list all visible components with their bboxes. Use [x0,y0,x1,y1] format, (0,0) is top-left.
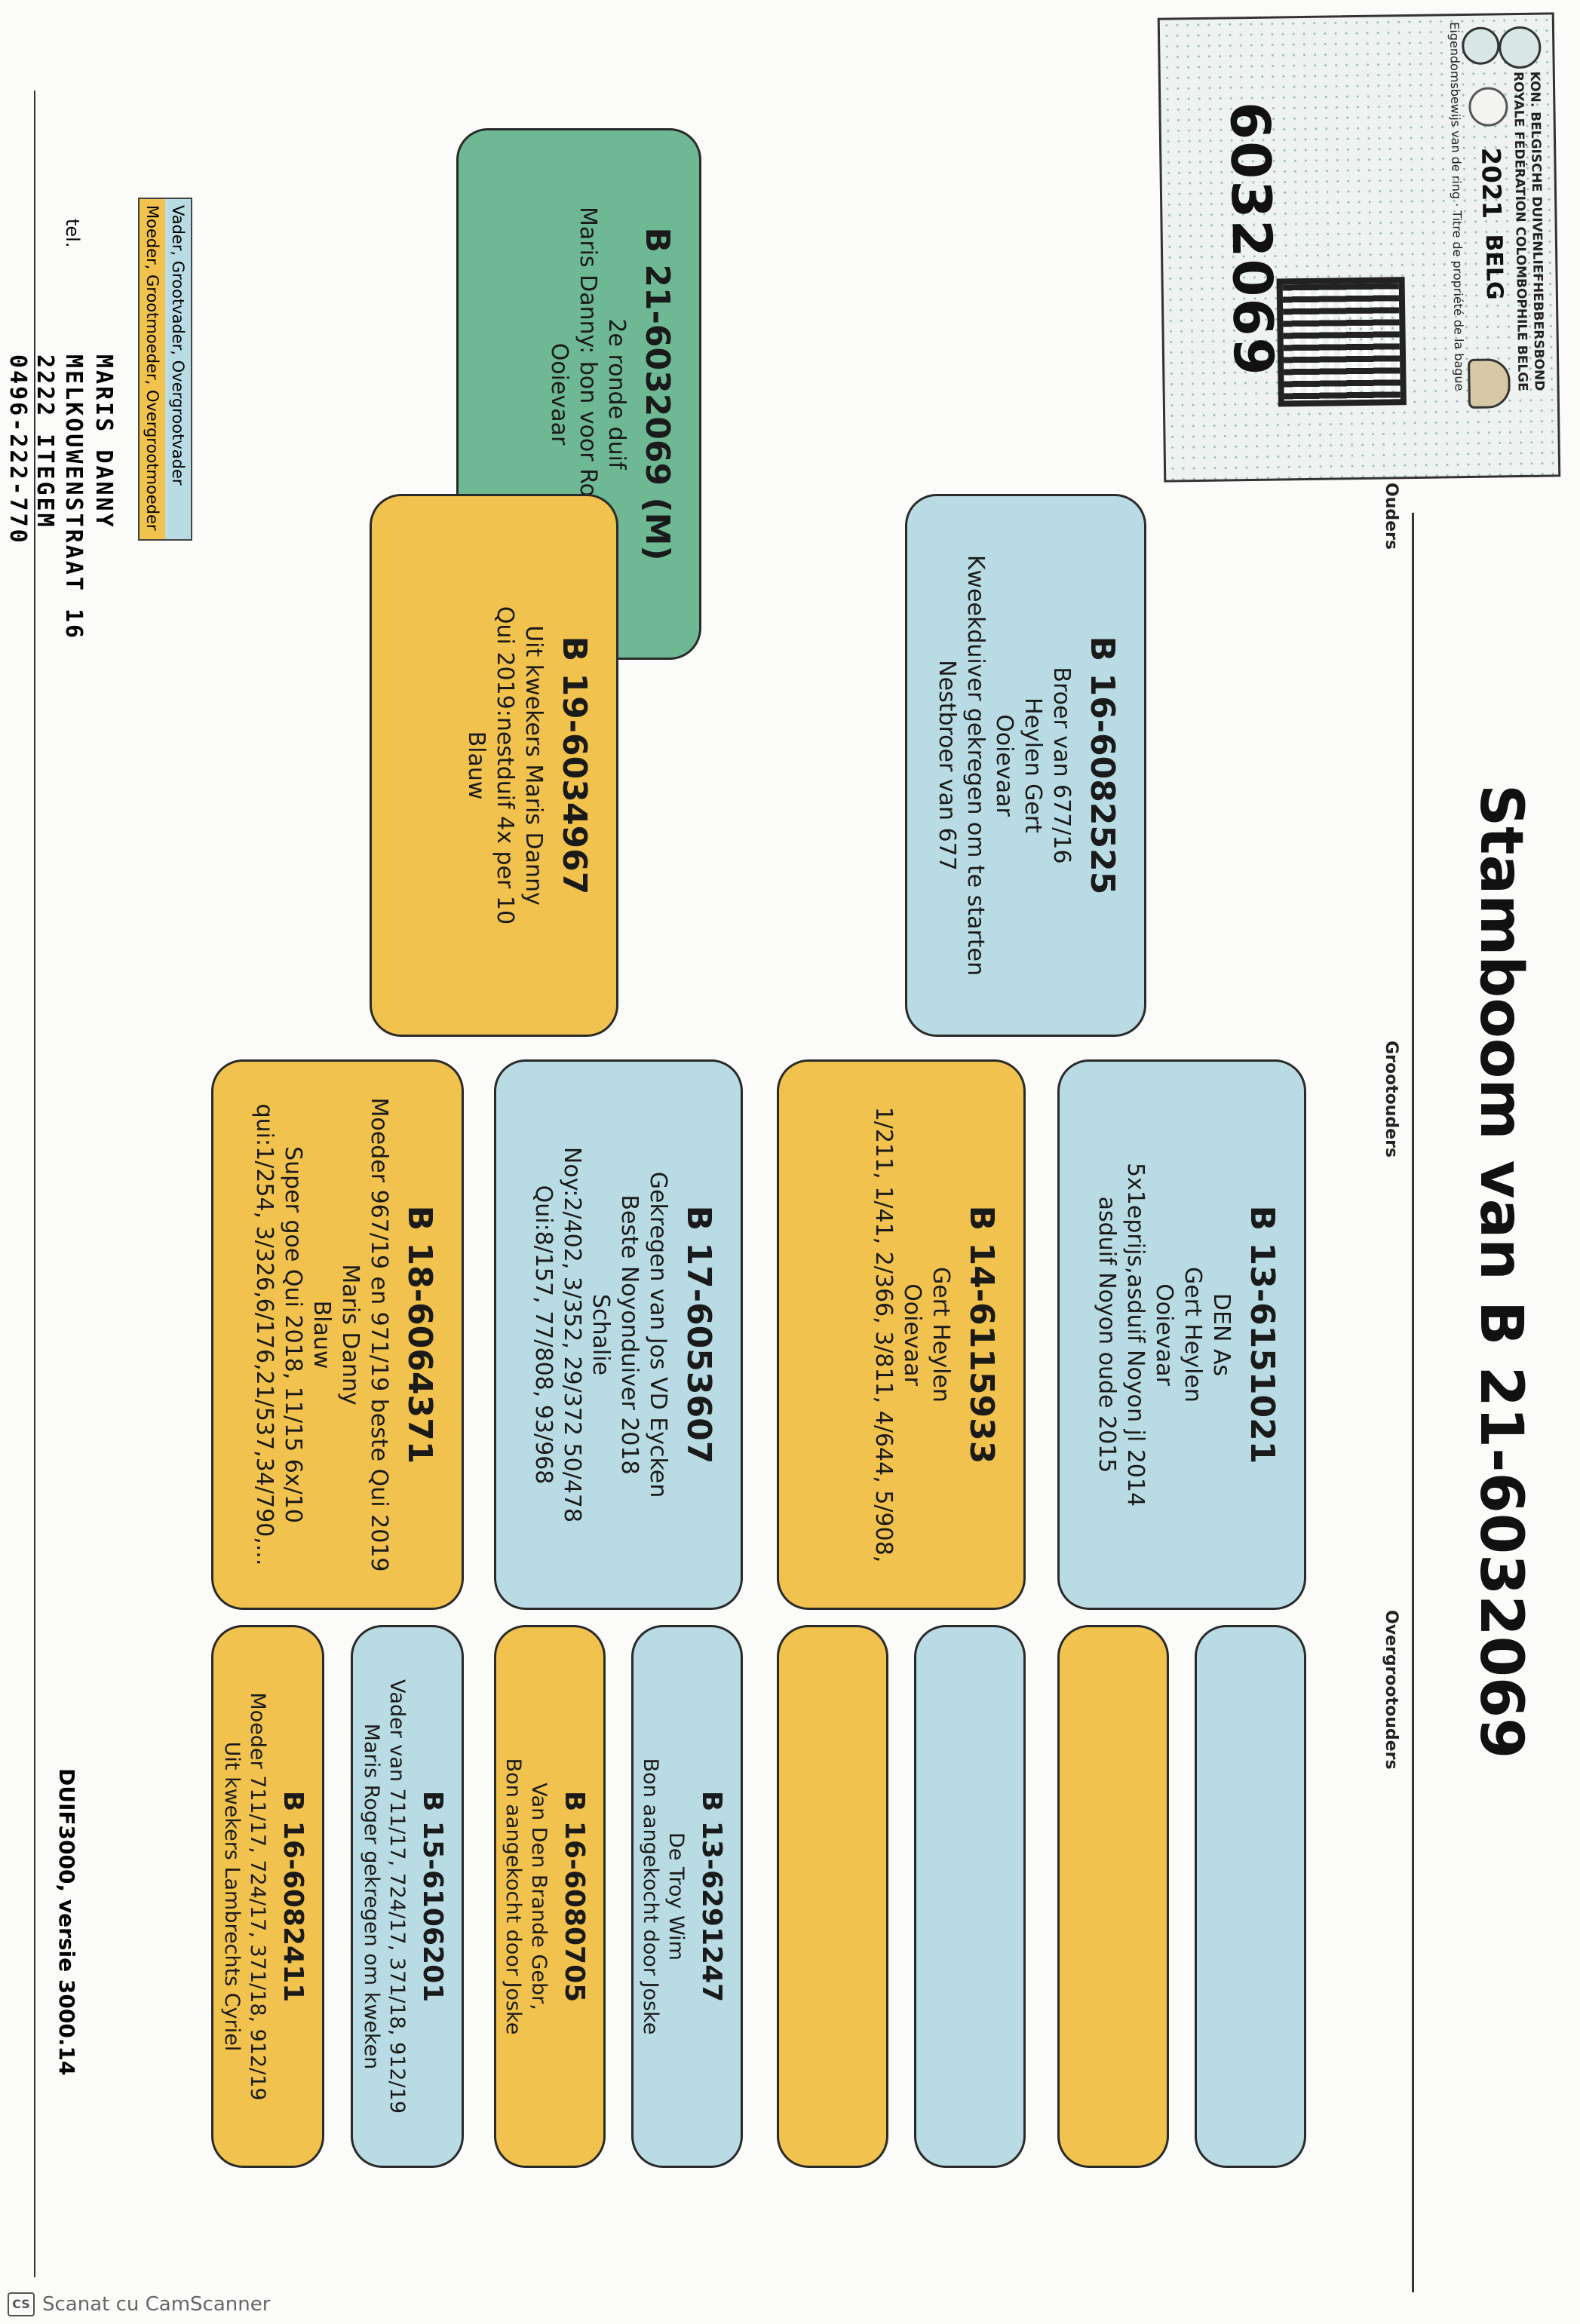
great-grandparent-line: Maris Roger gekregen om kweken [360,1723,383,2070]
grandparent-line: Ooievaar [1151,1283,1177,1386]
owner-street: MELKOUWENSTRAAT 16 [60,354,87,641]
great-grandparent-box-1 [1195,1625,1306,2168]
owner-name: MARIS DANNY [91,354,117,529]
grandparent-ring: B 13-6151021 [1243,1205,1281,1464]
father-line: Ooievaar [991,714,1017,817]
great-grandparent-box-6: B 16-6080705 Van Den Brande Gebr, Bon aa… [494,1625,606,2168]
card-year: 2021 [1475,147,1507,219]
header-parents: Ouders [1382,483,1401,550]
grandparent-box-2: B 14-6115933 Gert Heylen Ooievaar 1/211,… [777,1059,1026,1610]
great-grandparent-box-7: B 15-6106201 Vader van 711/17, 724/17, 3… [351,1625,464,2168]
father-ring: B 16-6082525 [1083,636,1121,895]
great-grandparent-ring: B 16-6082411 [278,1790,308,2003]
header-grandparents: Grootouders [1382,1041,1401,1158]
grandparent-line: qui:1/254, 3/326,6/176,21/537,34/790,... [251,1103,278,1566]
grandparent-line: 1/211, 1/41, 2/366, 3/811, 4/644, 5/908, [870,1106,897,1563]
ring-card: KON. BELGISCHE DUIVENLIEFHEBBERSBOND ROY… [1157,12,1561,483]
great-grandparent-box-3 [914,1625,1026,2168]
grandparent-ring: B 18-6064371 [400,1205,439,1464]
great-grandparent-ring: B 16-6080705 [559,1790,590,2003]
grandparent-line: Gert Heylen [1180,1267,1206,1403]
great-grandparent-line: Vader van 711/17, 724/17, 371/18, 912/19 [385,1679,409,2114]
great-grandparent-line: De Troy Wim [664,1832,688,1961]
mother-ring: B 19-6034967 [555,636,594,895]
card-ring-number: 6032069 [1218,101,1286,378]
grandparent-line: Ooievaar [899,1283,925,1386]
software-version: DUIF3000, versie 3000.14 [54,1768,79,2076]
grandparent-line: Maris Danny [337,1264,364,1406]
camscanner-text: Scanat cu CamScanner [42,2293,271,2316]
grandparent-line: Super goe Qui 2018, 11/15 6x/10 [280,1146,306,1523]
tel-label: tel. [62,219,83,248]
qr-code-icon [1276,277,1407,407]
eagle-crest-icon [1468,358,1511,409]
great-grandparent-box-8: B 16-6082411 Moeder 711/17, 724/17, 371/… [211,1625,324,2168]
father-line: Heylen Gert [1020,698,1046,833]
camscanner-logo-icon: CS [8,2292,35,2316]
page-title: Stamboom van B 21-6032069 [1467,784,1535,1759]
subject-line: 2e ronde duif [603,318,630,470]
card-country: BELG [1480,234,1508,300]
great-grandparent-box-4 [777,1625,888,2168]
card-org-line1: KON. BELGISCHE DUIVENLIEFHEBBERSBOND [1526,71,1547,391]
mother-line: Blauw [463,731,489,800]
great-grandparent-box-5: B 13-6291247 De Troy Wim Bon aangekocht … [631,1625,743,2168]
grandparent-line: DEN As [1208,1292,1235,1377]
great-grandparent-line: Moeder 711/17, 724/17, 371/18, 912/19 [246,1692,269,2101]
father-line: Kweekduiver gekregen om te starten [962,554,989,977]
grandparent-ring: B 14-6115933 [962,1205,1001,1464]
camscanner-watermark: CS Scanat cu CamScanner [8,2292,270,2316]
grandparent-line: Beste Noyonduiver 2018 [616,1194,643,1475]
grandparent-line: Noy:2/402, 3/352, 29/372 50/478 [559,1146,585,1523]
great-grandparent-line: Uit kwekers Lambrechts Cyriel [220,1741,244,2052]
mother-box: B 19-6034967 Uit kwekers Maris Danny Qui… [370,494,618,1037]
kbdb-logo-icon [1498,26,1542,69]
grandparent-line: asduif Noyon oude 2015 [1094,1196,1120,1473]
card-ownership-text: Eigendomsbewijs van de ring · Titre de p… [1447,22,1467,391]
card-punch-hole [1468,87,1508,127]
grandparent-box-1: B 13-6151021 DEN As Gert Heylen Ooievaar… [1057,1059,1306,1610]
father-box: B 16-6082525 Broer van 677/16 Heylen Ger… [905,494,1146,1037]
great-grandparent-line: Bon aangekocht door Joske [502,1758,525,2035]
grandparent-line: 5x1eprijs,asduif Noyon jl 2014 [1122,1162,1149,1507]
grandparent-line: Schalie [588,1293,614,1376]
grandparent-ring: B 17-6053607 [680,1205,718,1464]
grandparent-line: Moeder 967/19 en 971/19 beste Qui 2019 [366,1097,392,1572]
great-grandparent-line: Bon aangekocht door Joske [639,1758,662,2035]
father-line: Nestbroer van 677 [934,660,960,871]
b-logo-icon [1461,26,1500,66]
color-legend: Vader, Grootvader, Overgrootvader Moeder… [138,198,192,541]
grandparent-box-3: B 17-6053607 Gekregen van Jos VD Eycken … [494,1059,743,1610]
great-grandparent-line: Van Den Brande Gebr, [527,1783,551,2010]
owner-phone: 0496-222-770 [5,354,31,545]
subject-ring: B 21-6032069 (M) [638,227,676,561]
subject-line: Ooievaar [546,342,572,446]
header-great-grandparents: Overgrootouders [1382,1610,1401,1770]
grandparent-line: Gekregen van Jos VD Eycken [645,1171,671,1498]
great-grandparent-ring: B 15-6106201 [417,1790,448,2003]
top-rule [1412,513,1414,2292]
grandparent-box-4: B 18-6064371 Moeder 967/19 en 971/19 bes… [211,1059,464,1610]
legend-female: Moeder, Grootmoeder, Overgrootmoeder [140,199,165,539]
mother-line: Uit kwekers Maris Danny [520,625,547,906]
father-line: Broer van 677/16 [1048,667,1075,864]
legend-male: Vader, Grootvader, Overgrootvader [165,199,191,539]
grandparent-line: Gert Heylen [928,1267,954,1403]
great-grandparent-ring: B 13-6291247 [696,1790,727,2003]
grandparent-line: Qui:8/157, 77/808, 93/968 [530,1185,557,1485]
mother-line: Qui 2019:nestduif 4x per 10 [492,606,518,925]
great-grandparent-box-2 [1057,1625,1169,2168]
grandparent-line: Blauw [308,1300,335,1369]
owner-city: 2222 ITEGEM [32,354,58,529]
bottom-rule [34,90,35,2277]
